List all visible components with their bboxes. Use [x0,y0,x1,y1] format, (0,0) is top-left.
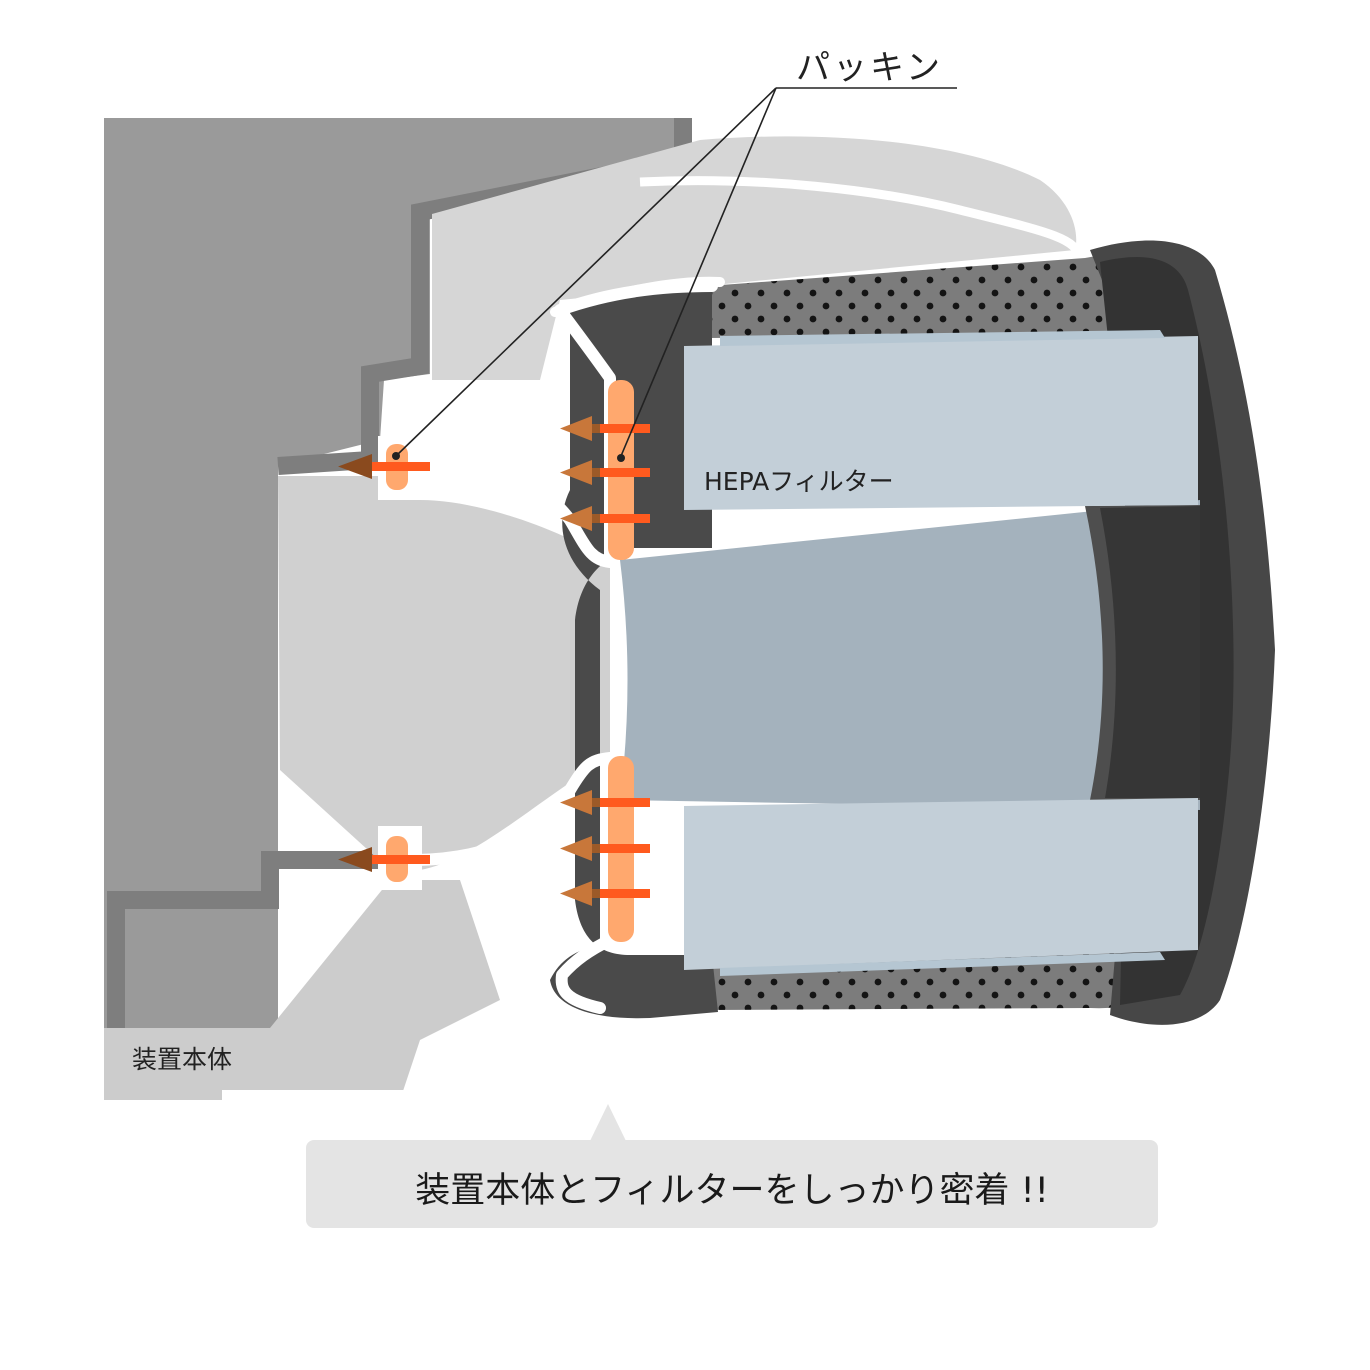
device-body-label: 装置本体 [132,1040,232,1076]
caption-text: 装置本体とフィルターをしっかり密着 !! [306,1162,1158,1213]
caption-box: 装置本体とフィルターをしっかり密着 !! [306,1140,1158,1228]
caption-pointer [590,1104,626,1141]
leader-dot-filter [617,454,625,462]
gasket-label: パッキン [796,40,943,89]
filter-assembly [550,240,1275,1024]
filter-media-bottom [684,798,1198,970]
leader-dot-body [392,452,400,460]
device-body-bottom-gap [222,1090,412,1104]
hepa-filter-label: HEPAフィルター [704,462,894,498]
